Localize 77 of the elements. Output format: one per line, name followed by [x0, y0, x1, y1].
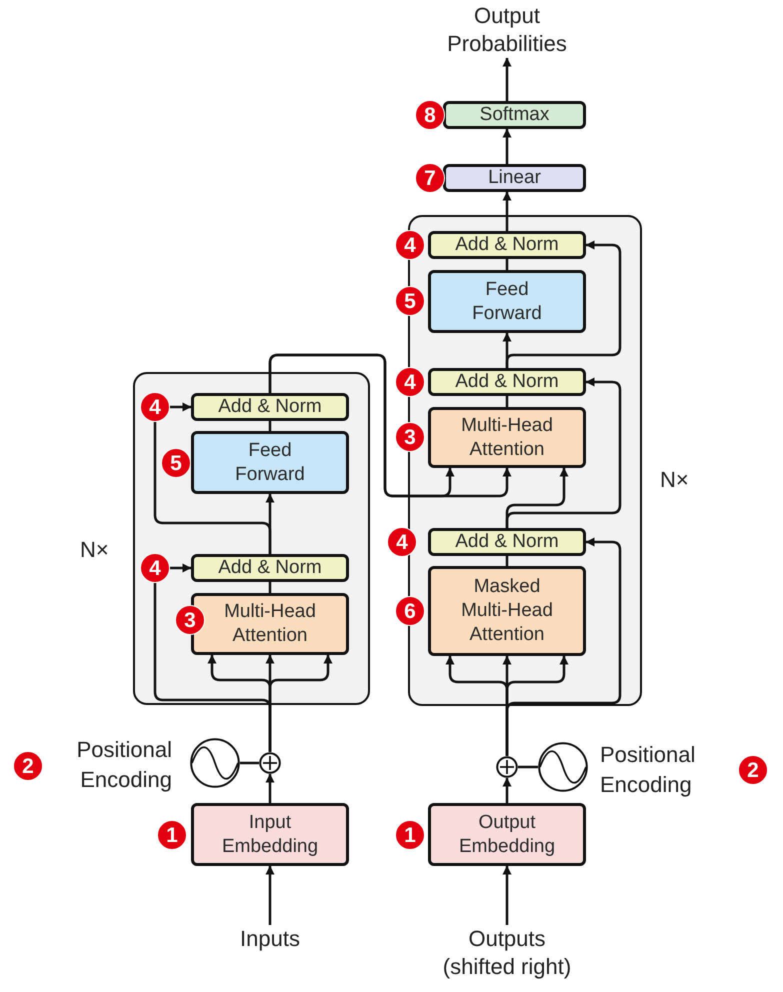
- layer-label: Feed Forward: [234, 438, 306, 486]
- callout-number: 4: [387, 527, 417, 557]
- layer-label: Multi-Head Attention: [460, 414, 554, 462]
- connector-line: [240, 762, 259, 764]
- layer-box: [428, 803, 586, 866]
- arrow: [506, 378, 622, 528]
- layer-label: Input Embedding: [220, 810, 320, 858]
- callout-number: 8: [415, 100, 445, 130]
- layer-label: Add & Norm: [218, 556, 322, 580]
- arrow: [506, 240, 622, 368]
- connector-line: [268, 421, 272, 431]
- connector-line: [154, 583, 272, 752]
- arrow: [268, 354, 512, 498]
- io-label: Outputs (shifted right): [437, 925, 577, 981]
- callout-number: 4: [140, 553, 170, 583]
- callout-number: 5: [161, 448, 191, 478]
- arrow: [502, 192, 512, 231]
- arrow: [170, 402, 192, 412]
- layer-box: [428, 566, 586, 656]
- layer-box: [191, 393, 349, 421]
- layer-label: Add & Norm: [455, 233, 559, 257]
- arrow: [266, 866, 274, 925]
- layer-box: [428, 407, 586, 468]
- layer-label: Feed Forward: [471, 278, 543, 326]
- arrow: [502, 866, 512, 925]
- callout-number: 7: [415, 163, 445, 193]
- layer-box: [428, 231, 586, 259]
- callout-number: 1: [157, 820, 187, 850]
- side-caption: Positional Encoding: [600, 741, 696, 799]
- callout-number: 4: [395, 230, 425, 260]
- layer-label: Multi-Head Attention: [223, 600, 317, 648]
- arrow: [266, 774, 274, 803]
- io-label: Output Probabilities: [437, 2, 577, 58]
- layer-box: [191, 803, 349, 866]
- side-caption: N×: [80, 536, 109, 564]
- layer-box: [428, 368, 586, 396]
- callout-number: 4: [140, 392, 170, 422]
- side-caption: Positional Encoding: [76, 736, 172, 794]
- arrow: [170, 564, 192, 572]
- layer-label: Add & Norm: [455, 370, 559, 394]
- plus-circle-symbol: [259, 752, 281, 774]
- connector-line: [518, 766, 538, 768]
- side-caption: N×: [660, 466, 689, 494]
- sine-wave-symbol: [538, 742, 588, 792]
- layer-box: [443, 164, 586, 192]
- layer-box: [428, 528, 586, 556]
- callout-number: 3: [395, 422, 425, 452]
- layer-box: [191, 554, 349, 582]
- callout-number: 4: [395, 367, 425, 397]
- callout-number: 2: [738, 755, 768, 785]
- connector-line: [268, 582, 272, 593]
- arrow: [502, 128, 512, 164]
- stack-panel: [133, 372, 370, 705]
- connector-line: [506, 556, 508, 566]
- callout-number: 1: [395, 820, 425, 850]
- layer-label: Add & Norm: [455, 530, 559, 554]
- connector-line: [154, 422, 272, 554]
- callout-number: 3: [175, 605, 205, 635]
- layer-box: [191, 431, 349, 494]
- callout-number: 2: [13, 751, 43, 781]
- layer-box: [428, 270, 586, 333]
- plus-circle-symbol: [496, 756, 518, 778]
- connector-line: [506, 396, 508, 407]
- layer-box: [443, 101, 586, 129]
- connector-line: [506, 259, 508, 270]
- io-label: Inputs: [240, 925, 300, 953]
- arrow: [506, 538, 622, 756]
- layer-label: Masked Multi-Head Attention: [460, 575, 554, 647]
- layer-label: Add & Norm: [218, 395, 322, 419]
- callout-number: 6: [395, 596, 425, 626]
- layer-label: Output Embedding: [458, 810, 556, 858]
- layer-label: Softmax: [480, 103, 550, 127]
- callout-number: 5: [395, 286, 425, 316]
- sine-wave-symbol: [190, 738, 240, 788]
- arrow: [502, 58, 512, 101]
- arrow: [502, 778, 512, 803]
- layer-label: Linear: [488, 166, 541, 190]
